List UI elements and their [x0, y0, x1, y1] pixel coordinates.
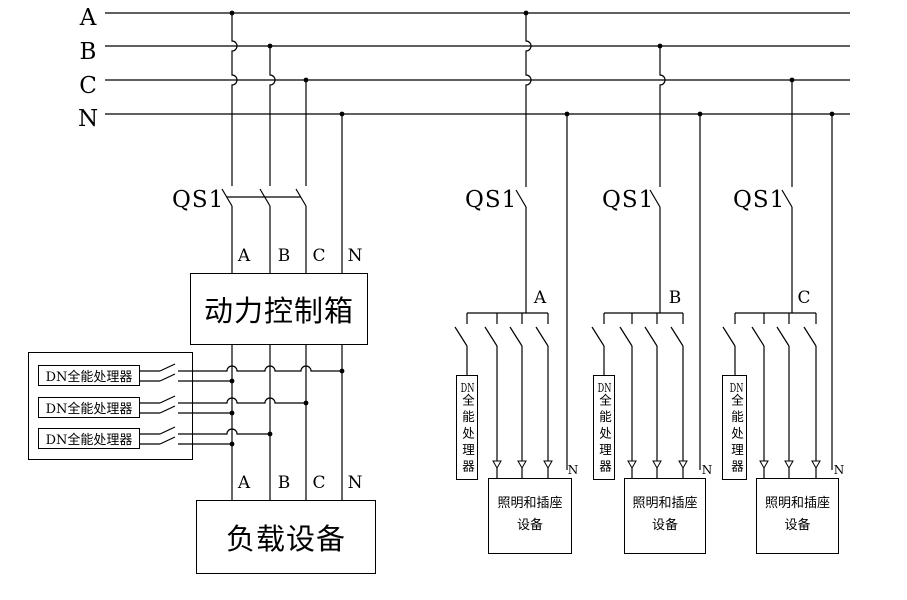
bus-label-a: A [79, 5, 97, 31]
junction-dot [267, 43, 273, 49]
branch-neutral-label: N [567, 463, 579, 477]
junction-dot [229, 410, 235, 416]
branch-switch-label: QS1 [602, 187, 655, 213]
outlet-switch-blade [722, 326, 736, 347]
branch-phase-label: A [533, 288, 547, 308]
branch-processor-box: DN全能处理器 [593, 375, 615, 480]
feeder-a-upper [231, 13, 238, 186]
outlet-switch-blade [776, 326, 790, 347]
processor-switch-blade [159, 363, 176, 372]
outlet-switch-blade [454, 326, 468, 347]
outlet-switch-blade [803, 326, 817, 347]
load-phase-label-c: C [312, 473, 326, 493]
branch-processor-box: DN全能处理器 [456, 375, 478, 480]
outlet-switch-blade [619, 326, 633, 347]
bus-label-n: N [78, 106, 99, 132]
branch-phase-label: C [797, 288, 811, 308]
branch-feeder [659, 46, 666, 187]
load-equipment-box: 负载设备 [196, 500, 376, 574]
outlet-switch-blade [751, 326, 765, 347]
processor-switch-blade [159, 373, 176, 382]
lighting-socket-box: 照明和插座 设备 [756, 478, 839, 554]
outlet-switch-blade [535, 326, 549, 347]
arrow-head [627, 460, 637, 470]
power-switch-label: QS1 [172, 187, 225, 213]
junction-dot [229, 378, 235, 384]
junction-dot [303, 400, 309, 406]
processor-box-3: DN全能处理器 [38, 428, 140, 449]
processor-switch-blade [159, 395, 176, 404]
power-phase-label-n: N [347, 246, 363, 266]
branch-switch-label: QS1 [465, 187, 518, 213]
feeder-b-upper [269, 46, 276, 186]
processor-box-2: DN全能处理器 [38, 397, 140, 418]
lighting-socket-label-line2: 设备 [516, 518, 543, 533]
power-control-box: 动力控制箱 [190, 273, 368, 345]
outlet-switch-blade [644, 326, 658, 347]
processor-box-label: DN全能处理器 [45, 402, 133, 417]
load-equipment-label: 负载设备 [225, 522, 346, 556]
power-control-box-label: 动力控制箱 [203, 294, 354, 328]
processor-box-1: DN全能处理器 [38, 365, 140, 386]
outlet-switch-blade [591, 326, 605, 347]
arrow-head [517, 460, 527, 470]
lighting-socket-box: 照明和插座 设备 [488, 478, 572, 554]
branch-processor-box: DN全能处理器 [722, 375, 747, 480]
load-phase-label-n: N [347, 473, 363, 493]
processor-group-frame [28, 352, 193, 460]
processor-switch-blade [159, 405, 176, 414]
processor-label-prefix: DN [460, 381, 475, 394]
processor-box-label: DN全能处理器 [45, 433, 133, 448]
processor-box-label: DN全能处理器 [45, 370, 133, 385]
processor-wire [178, 365, 342, 372]
outlet-switch-blade [509, 326, 523, 347]
branch-switch-label: QS1 [733, 187, 786, 213]
branch-qs1-blade [781, 189, 793, 208]
junction-dot [339, 368, 345, 374]
processor-label-prefix: DN [729, 381, 744, 394]
bus-label-b: B [79, 39, 97, 65]
junction-dot [267, 431, 273, 437]
bus-label-c: C [79, 73, 97, 99]
lighting-socket-label-line2: 设备 [784, 518, 811, 533]
power-phase-label-c: C [312, 246, 326, 266]
arrow-head [543, 460, 553, 470]
lighting-socket-box: 照明和插座 设备 [624, 478, 706, 554]
outlet-switch-blade [484, 326, 498, 347]
power-phase-label-a: A [237, 246, 251, 266]
arrow-head [784, 460, 794, 470]
processor-label-prefix: DN [597, 381, 612, 394]
branch-neutral-label: N [833, 463, 845, 477]
branch-neutral-label: N [701, 463, 713, 477]
arrow-head [492, 460, 502, 470]
lighting-socket-label-line1: 照明和插座 [632, 496, 698, 511]
junction-dot [229, 10, 235, 16]
processor-wire [178, 428, 270, 435]
outlet-switch-blade [670, 326, 684, 347]
arrow-head [759, 460, 769, 470]
load-phase-label-b: B [277, 473, 291, 493]
branch-phase-label: B [668, 288, 682, 308]
branch-qs1-blade [649, 189, 661, 208]
lighting-socket-label-line1: 照明和插座 [764, 496, 830, 511]
junction-dot [339, 111, 345, 117]
processor-switch-blade [159, 436, 176, 445]
arrow-head [678, 460, 688, 470]
arrow-head [652, 460, 662, 470]
branch-qs1-blade [515, 189, 527, 208]
junction-dot [229, 441, 235, 447]
lighting-socket-label-line1: 照明和插座 [497, 496, 563, 511]
junction-dot [303, 77, 309, 83]
load-phase-label-a: A [237, 473, 251, 493]
branch-feeder [525, 13, 532, 187]
processor-switch-blade [159, 426, 176, 435]
processor-wire [178, 397, 306, 404]
lighting-socket-label-line2: 设备 [651, 518, 678, 533]
arrow-head [811, 460, 821, 470]
power-phase-label-b: B [277, 246, 291, 266]
